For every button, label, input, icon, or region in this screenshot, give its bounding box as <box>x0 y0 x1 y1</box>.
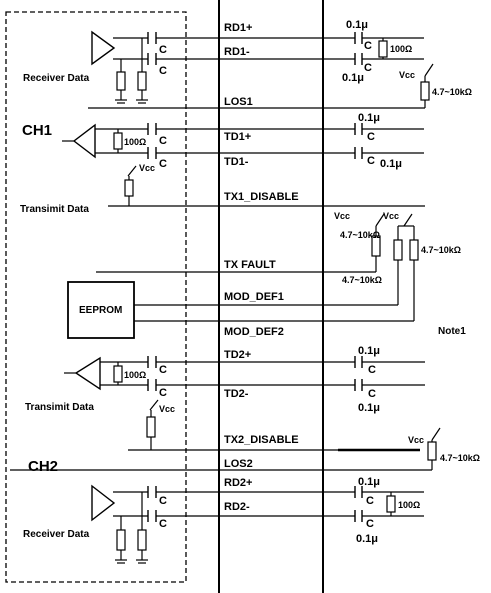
tx-fault-pullup-res-label: 4.7~10kΩ <box>340 230 380 240</box>
cap-label: C <box>364 40 372 52</box>
cap-value-label: 0.1μ <box>342 72 364 84</box>
tx-fault-vcc-label: Vcc <box>334 211 350 221</box>
signal-mod-def1: MOD_DEF1 <box>224 291 284 303</box>
cap-value-label: 0.1μ <box>358 112 380 124</box>
cap-label: C <box>159 495 167 507</box>
receiver-buffer-2 <box>91 484 116 522</box>
rx1-term-res-label: 100Ω <box>390 44 412 54</box>
tx1-vcc-label: Vcc <box>139 163 155 173</box>
transmit-data-1-label: Transimit Data <box>20 204 89 215</box>
signal-los2: LOS2 <box>224 458 253 470</box>
signal-td2p: TD2+ <box>224 349 251 361</box>
cap-value-label: 0.1μ <box>358 476 380 488</box>
receiver-buffer-1 <box>91 30 116 66</box>
cap-label: C <box>159 387 167 399</box>
cap-value-label: 0.1μ <box>346 19 368 31</box>
rx1-termination <box>378 38 388 59</box>
signal-rd2p: RD2+ <box>224 477 252 489</box>
transmit-data-2-label: Transimit Data <box>25 402 94 413</box>
eeprom-label: EEPROM <box>79 305 122 316</box>
cap-label: C <box>159 135 167 147</box>
cap-label: C <box>159 44 167 56</box>
tx2-termination <box>113 362 123 385</box>
rx1-bias-resistors <box>115 38 148 104</box>
cap-label: C <box>367 155 375 167</box>
cap-label: C <box>159 364 167 376</box>
signal-tx1-disable: TX1_DISABLE <box>224 191 299 203</box>
cap-value-label: 0.1μ <box>380 158 402 170</box>
cap-label: C <box>367 131 375 143</box>
signal-los1: LOS1 <box>224 96 253 108</box>
cap-label: C <box>366 495 374 507</box>
cap-label: C <box>366 518 374 530</box>
rx2-termination <box>386 492 396 516</box>
ch1-label: CH1 <box>22 122 52 139</box>
signal-td2n: TD2- <box>224 388 249 400</box>
tx2-disable-pullup <box>146 399 159 450</box>
host-ic-dashed-box <box>5 11 187 583</box>
cap-label: C <box>368 364 376 376</box>
receiver-data-1-label: Receiver Data <box>23 73 90 84</box>
los1-pullup-res-label: 4.7~10kΩ <box>432 87 472 97</box>
los2-pullup-res-label: 4.7~10kΩ <box>440 453 480 463</box>
capacitor-value-labels: 0.1μ 0.1μ 0.1μ 0.1μ 0.1μ 0.1μ 0.1μ 0.1μ <box>342 19 402 545</box>
transmitter-buffer-1 <box>62 123 96 159</box>
signal-tx-fault: TX FAULT <box>224 259 276 271</box>
note1-label: Note1 <box>438 326 466 337</box>
los2-pullup <box>427 427 441 470</box>
module-boundary <box>218 0 324 593</box>
tx-fault-pullup <box>371 213 385 272</box>
los1-pullup <box>420 63 434 108</box>
tx1-term-res-label: 100Ω <box>124 137 146 147</box>
capacitor-labels: C C C C C C C C C C C C C C C C <box>159 40 376 530</box>
signal-rd1p: RD1+ <box>224 22 252 34</box>
cap-label: C <box>159 518 167 530</box>
receiver-data-2-label: Receiver Data <box>23 529 90 540</box>
mod-def2-pullup-res-label: 4.7~10kΩ <box>421 245 461 255</box>
signal-mod-def2: MOD_DEF2 <box>224 326 284 338</box>
mod-def-vcc-label: Vcc <box>383 211 399 221</box>
mod-def1-pullup-res-label: 4.7~10kΩ <box>342 275 382 285</box>
tx2-vcc-label: Vcc <box>159 404 175 414</box>
signal-td1p: TD1+ <box>224 131 251 143</box>
signal-rd1n: RD1- <box>224 46 250 58</box>
tx1-termination <box>113 129 123 153</box>
cap-value-label: 0.1μ <box>358 345 380 357</box>
tx1-disable-pullup <box>124 165 137 206</box>
cap-label: C <box>364 62 372 74</box>
rx2-bias-resistors <box>115 492 148 564</box>
cap-value-label: 0.1μ <box>358 402 380 414</box>
signal-td1n: TD1- <box>224 156 249 168</box>
cap-value-label: 0.1μ <box>356 533 378 545</box>
eeprom-block: EEPROM <box>67 281 135 339</box>
cap-label: C <box>368 388 376 400</box>
ch2-label: CH2 <box>28 458 58 475</box>
transmitter-buffer-2 <box>64 356 101 391</box>
signal-rd2n: RD2- <box>224 501 250 513</box>
mod-def-pullups <box>393 213 419 321</box>
rx2-term-res-label: 100Ω <box>398 500 420 510</box>
cap-label: C <box>159 158 167 170</box>
tx2-term-res-label: 100Ω <box>124 370 146 380</box>
los2-vcc-label: Vcc <box>408 435 424 445</box>
cap-label: C <box>159 65 167 77</box>
signal-tx2-disable: TX2_DISABLE <box>224 434 299 446</box>
los1-vcc-label: Vcc <box>399 70 415 80</box>
coupling-capacitors <box>147 32 363 522</box>
